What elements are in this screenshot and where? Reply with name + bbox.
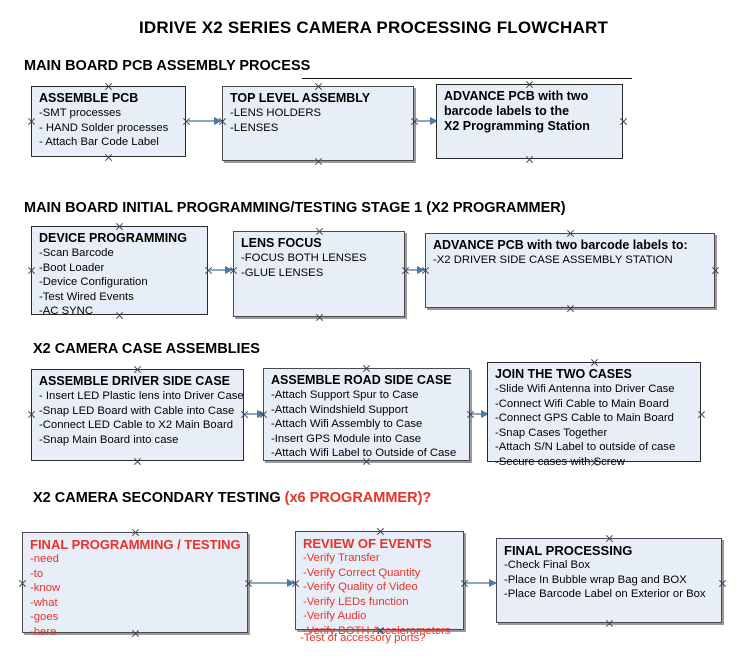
node-top-level-assembly-line-2: -LENSES [230,121,279,134]
node-top-level-assembly-title: TOP LEVEL ASSEMBLY [230,91,371,105]
node-assemble-pcb-line-2: - HAND Solder processes [39,121,169,134]
node-review-of-events-line-3: -Verify Quality of Video [303,581,418,594]
node-assemble-road-side-case[interactable]: ASSEMBLE ROAD SIDE CASE -Attach Support … [263,368,470,461]
node-final-programming-testing-line-4: -what [30,596,58,609]
node-top-level-assembly[interactable]: TOP LEVEL ASSEMBLY -LENS HOLDERS -LENSES [222,86,414,161]
node-review-of-events-line-1: -Verify Transfer [303,552,380,564]
node-review-of-events-line-2: -Verify Correct Quantity [303,566,421,579]
node-review-of-events-line-5: -Verify Audio [303,610,367,623]
node-final-programming-testing-title: FINAL PROGRAMMING / TESTING [30,537,241,552]
node-advance-pcb-programming-station-line-2: X2 Programming Station [444,119,590,133]
connector-road-case-to-join-cases [472,410,489,418]
section-heading-secondary-testing: X2 CAMERA SECONDARY TESTING (x6 PROGRAMM… [33,490,431,506]
node-assemble-pcb-line-3: - Attach Bar Code Label [39,136,159,149]
section-heading-case-assemblies-text: X2 CAMERA CASE ASSEMBLIES [33,341,260,357]
section-heading-pcb-assembly-text: MAIN BOARD PCB ASSEMBLY PROCESS [24,58,311,74]
node-assemble-pcb-title: ASSEMBLE PCB [39,91,139,105]
node-join-the-two-cases-title: JOIN THE TWO CASES [495,367,632,381]
node-lens-focus-line-1: -FOCUS BOTH LENSES [241,252,367,264]
section-heading-secondary-testing-accent: (x6 PROGRAMMER)? [284,490,432,506]
connector-device-programming-to-lens-focus [210,266,233,274]
node-advance-pcb-driver-side-line-1: -X2 DRIVER SIDE CASE ASSEMBLY STATION [433,254,673,266]
connector-driver-case-to-road-case [246,410,265,418]
node-assemble-road-side-case-line-5: -Attach Wifi Label to Outside of Case [271,447,457,460]
node-assemble-driver-side-case-line-2: -Snap LED Board with Cable into Case [39,404,235,417]
node-top-level-assembly-line-1: -LENS HOLDERS [230,107,322,119]
node-assemble-driver-side-case[interactable]: ASSEMBLE DRIVER SIDE CASE - Insert LED P… [31,369,244,461]
node-lens-focus-title: LENS FOCUS [241,236,322,250]
node-device-programming-title: DEVICE PROGRAMMING [39,231,187,245]
node-assemble-driver-side-case-line-1: - Insert LED Plastic lens into Driver Ca… [39,390,244,402]
node-assemble-road-side-case-line-4: -Insert GPS Module into Case [271,432,422,445]
node-final-programming-testing[interactable]: FINAL PROGRAMMING / TESTING -need -to -k… [22,532,248,638]
node-final-processing[interactable]: FINAL PROCESSING -Check Final Box -Place… [496,538,722,623]
node-join-the-two-cases-line-3: -Connect GPS Cable to Main Board [495,412,674,425]
node-final-programming-testing-line-1: -need [30,553,59,565]
node-device-programming-line-1: -Scan Barcode [39,247,114,259]
node-review-of-events-line-6: -Verify BOTH Accelerometers [303,624,451,637]
node-final-processing-title: FINAL PROCESSING [504,543,633,558]
node-device-programming[interactable]: DEVICE PROGRAMMING -Scan Barcode -Boot L… [31,226,208,317]
node-final-programming-testing-line-6: -here [30,625,57,638]
node-join-the-two-cases-line-1: -Slide Wifi Antenna into Driver Case [495,383,675,395]
node-advance-pcb-driver-side-title: ADVANCE PCB with two barcode labels to: [433,238,688,252]
node-join-the-two-cases-line-2: -Connect Wifi Cable to Main Board [495,397,669,410]
node-device-programming-line-3: -Device Configuration [39,276,148,289]
node-assemble-road-side-case-line-1: -Attach Support Spur to Case [271,389,419,401]
node-assemble-driver-side-case-line-4: -Snap Main Board into case [39,433,179,446]
node-device-programming-line-2: -Boot Loader [39,261,105,274]
node-assemble-pcb[interactable]: ASSEMBLE PCB -SMT processes - HAND Solde… [31,86,186,157]
node-review-of-events-title: REVIEW OF EVENTS [303,536,432,551]
node-assemble-road-side-case-title: ASSEMBLE ROAD SIDE CASE [271,373,452,387]
node-join-the-two-cases-line-4: -Snap Cases Together [495,426,608,439]
node-review-of-events-line-4: -Verify LEDs function [303,595,409,608]
node-assemble-pcb-line-1: -SMT processes [39,107,122,119]
node-final-programming-testing-line-3: -know [30,582,61,595]
node-final-processing-line-2: -Place In Bubble wrap Bag and BOX [504,573,687,586]
document-title: IDRIVE X2 SERIES CAMERA PROCESSING FLOWC… [138,18,609,37]
section-heading-pcb-assembly: MAIN BOARD PCB ASSEMBLY PROCESS [24,58,310,74]
connector-review-events-to-final-processing [466,579,497,587]
node-assemble-driver-side-case-title: ASSEMBLE DRIVER SIDE CASE [39,374,231,388]
section-rule-1 [302,78,632,79]
node-final-programming-testing-line-5: -goes [30,611,59,624]
node-review-of-events[interactable]: REVIEW OF EVENTS -Verify Transfer -Verif… [295,531,464,637]
node-join-the-two-cases[interactable]: JOIN THE TWO CASES -Slide Wifi Antenna i… [487,362,701,468]
connector-top-level-to-advance-pcb [416,117,438,125]
node-lens-focus[interactable]: LENS FOCUS -FOCUS BOTH LENSES -GLUE LENS… [233,231,405,317]
connector-final-programming-to-review-events [250,579,295,587]
node-assemble-road-side-case-line-2: -Attach Windshield Support [271,403,408,416]
node-final-programming-testing-line-2: -to [30,567,44,580]
node-review-of-events-overflow-line: -Test of accessory ports? [300,632,426,644]
node-advance-pcb-driver-side[interactable]: ADVANCE PCB with two barcode labels to: … [425,233,715,308]
connector-assemble-pcb-to-top-level [188,117,222,125]
node-advance-pcb-programming-station-title: ADVANCE PCB with two [444,89,589,103]
node-assemble-road-side-case-line-3: -Attach Wifi Assembly to Case [271,418,423,431]
node-join-the-two-cases-line-6: -Secure cases with Screw [495,455,625,468]
section-heading-secondary-testing-text: X2 CAMERA SECONDARY TESTING [33,490,285,506]
node-device-programming-line-5: -AC SYNC [39,305,93,318]
section-heading-initial-programming-text: MAIN BOARD INITIAL PROGRAMMING/TESTING S… [24,200,566,216]
node-assemble-driver-side-case-line-3: -Connect LED Cable to X2 Main Board [39,419,234,432]
section-heading-initial-programming: MAIN BOARD INITIAL PROGRAMMING/TESTING S… [24,200,566,216]
node-advance-pcb-programming-station[interactable]: ADVANCE PCB with two barcode labels to t… [436,84,623,159]
section-heading-case-assemblies: X2 CAMERA CASE ASSEMBLIES [33,341,260,357]
connector-lens-focus-to-advance-pcb [407,266,425,274]
node-advance-pcb-programming-station-line-1: barcode labels to the [444,104,570,118]
node-join-the-two-cases-line-5: -Attach S/N Label to outside of case [495,441,676,454]
node-device-programming-line-4: -Test Wired Events [39,290,134,303]
node-lens-focus-line-2: -GLUE LENSES [241,266,324,279]
node-final-processing-line-3: -Place Barcode Label on Exterior or Box [504,588,706,601]
node-final-processing-line-1: -Check Final Box [504,559,591,571]
